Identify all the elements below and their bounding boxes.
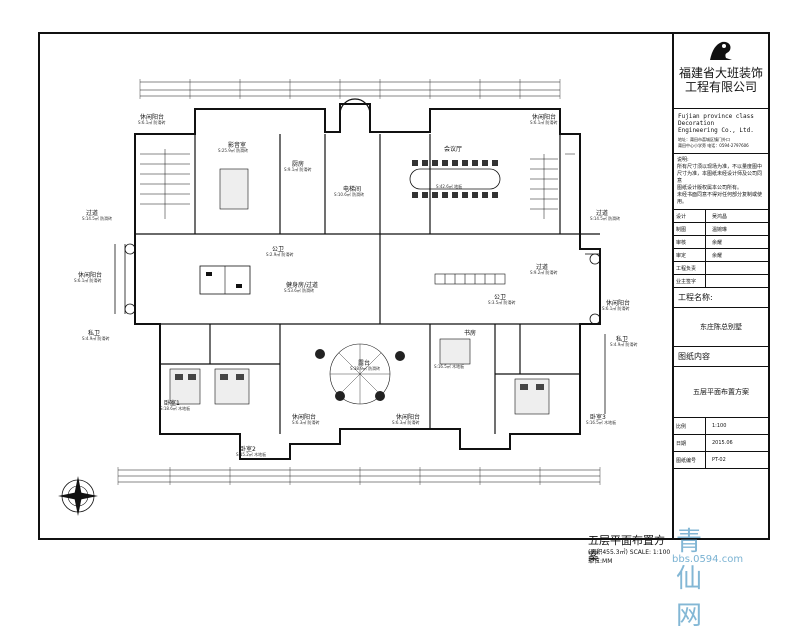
info-row: 设计吴鸿昌 xyxy=(674,210,768,223)
room-label: 休闲阳台 xyxy=(606,300,631,307)
room-label: 休闲阳台 xyxy=(532,114,557,121)
floor-plan: 影音室 S:25.9㎡ 防滑砖 厨房 S:9.1㎡ 防滑砖 电梯间 S:10.6… xyxy=(40,34,743,631)
room-area: S:42.6㎡ 地板 xyxy=(436,184,463,189)
room-label: 卧室2 xyxy=(240,446,256,453)
room-label: 影音室 xyxy=(228,142,247,149)
row-key: 设计 xyxy=(674,210,706,222)
company-logo-icon xyxy=(710,41,732,60)
note-line: 未经书面同意不得对任何部分复制或使用。 xyxy=(677,192,763,205)
drawing-title: 五层平面布置方案 xyxy=(588,534,665,563)
note-line: 图纸设计版权属本公司所有。 xyxy=(677,185,743,191)
room-label: 露台 xyxy=(358,360,371,367)
room-area: S:18.6㎡ 木地板 xyxy=(160,406,191,411)
room-area: S:4.9㎡ 防滑砖 xyxy=(82,336,110,341)
content-name: 五层平面布置方案 xyxy=(674,367,768,418)
project-name: 东庄陈总别墅 xyxy=(674,308,768,347)
row-key: 审核 xyxy=(674,236,706,248)
info-row: 日期 2015.06 xyxy=(674,435,768,452)
north-arrow-icon xyxy=(58,476,98,516)
watermark-url: bbs.0594.com xyxy=(672,554,744,565)
company-name-en-2: Engineering Co., Ltd. xyxy=(678,127,754,134)
room-area: S:14.5㎡ 防滑砖 xyxy=(82,216,113,221)
row-key: 比例 xyxy=(674,418,706,434)
room-label: 私卫 xyxy=(88,330,101,337)
room-label: 休闲阳台 xyxy=(78,272,103,279)
room-label: 休闲阳台 xyxy=(292,414,317,421)
info-row: 制图温婉琳 xyxy=(674,223,768,236)
note-line: 尺寸为准，本图纸未经设计师及公司同意 xyxy=(677,171,763,184)
room-area: S:15.2㎡ 木地板 xyxy=(236,452,267,457)
drawing-subtitle: (面积455.3㎡) SCALE: 1:100 单位:MM xyxy=(588,549,671,565)
room-area: S:6.1㎡ 防滑砖 xyxy=(74,278,102,283)
room-label: 休闲阳台 xyxy=(140,114,165,121)
room-label: 过道 xyxy=(536,264,549,271)
room-label: 私卫 xyxy=(616,336,629,343)
row-key: 工程负责 xyxy=(674,262,706,274)
info-row: 业主签字 xyxy=(674,275,768,288)
row-value: 余耀 xyxy=(712,239,723,246)
room-area: S:3.5㎡ 防滑砖 xyxy=(488,300,516,305)
room-area: S:10.6㎡ 防滑砖 xyxy=(334,192,365,197)
project-label: 工程名称: xyxy=(674,288,768,308)
room-label: 卧室3 xyxy=(590,414,606,421)
room-area: S:6.3㎡ 防滑砖 xyxy=(392,420,420,425)
room-label: 会议厅 xyxy=(444,146,463,153)
room-label: 过道 xyxy=(596,210,609,217)
room-area: S:16.5㎡ 木地板 xyxy=(586,420,617,425)
info-row: 比例 1:100 xyxy=(674,418,768,435)
row-value: 吴鸿昌 xyxy=(712,213,728,220)
room-area: S:9.1㎡ 防滑砖 xyxy=(284,167,312,172)
room-label: 书房 xyxy=(464,330,477,337)
row-value: 2015.06 xyxy=(712,440,733,446)
content-label: 图纸内容 xyxy=(674,347,768,367)
row-key: 制图 xyxy=(674,223,706,235)
room-label: 休闲阳台 xyxy=(396,414,421,421)
room-label: 公卫 xyxy=(494,294,507,301)
company-address: 地址：莆田市荔城区镇门外口 xyxy=(678,137,730,142)
room-area: S:25.9㎡ 防滑砖 xyxy=(218,148,249,153)
info-row: 工程负责 xyxy=(674,262,768,275)
row-value: 余耀 xyxy=(712,252,723,259)
room-area: S:6.1㎡ 防滑砖 xyxy=(530,120,558,125)
room-area: S:9.2㎡ 防滑砖 xyxy=(530,270,558,275)
info-row: 图纸编号 PT-02 xyxy=(674,452,768,469)
room-area: S:6.1㎡ 防滑砖 xyxy=(138,120,166,125)
room-area: S:14.5㎡ 防滑砖 xyxy=(590,216,621,221)
room-label: 公卫 xyxy=(272,246,285,253)
room-label: 过道 xyxy=(86,210,99,217)
room-area: S:4.9㎡ 防滑砖 xyxy=(610,342,638,347)
row-key: 图纸编号 xyxy=(674,452,706,468)
room-label: 电梯间 xyxy=(343,186,362,193)
title-block: 福建省大班装饰工程有限公司 Fujian province class Deco… xyxy=(672,34,768,538)
room-area: S:6.3㎡ 防滑砖 xyxy=(292,420,320,425)
row-value: 温婉琳 xyxy=(712,226,728,233)
room-area: S:16.5㎡ 木地板 xyxy=(434,364,465,369)
company-logo-area: 福建省大班装饰工程有限公司 xyxy=(674,34,768,109)
info-row: 审核余耀 xyxy=(674,236,768,249)
notes: 说明: 所有尺寸须以现场为准，不以量度图中 尺寸为准，本图纸未经设计师及公司同意… xyxy=(674,154,768,210)
company-info: Fujian province class Decoration Enginee… xyxy=(674,109,768,154)
row-key: 业主签字 xyxy=(674,275,706,287)
floor-plan-svg xyxy=(58,79,606,516)
drawing-sheet: 影音室 S:25.9㎡ 防滑砖 厨房 S:9.1㎡ 防滑砖 电梯间 S:10.6… xyxy=(38,32,770,631)
row-key: 审定 xyxy=(674,249,706,261)
room-area: S:2.9㎡ 防滑砖 xyxy=(266,252,294,257)
room-area: S:6.1㎡ 防滑砖 xyxy=(602,306,630,311)
row-value: 1:100 xyxy=(712,423,727,429)
room-area: S:53.6㎡ 防滑砖 xyxy=(284,288,315,293)
room-label: 健身房/过道 xyxy=(286,282,319,289)
room-label: 厨房 xyxy=(292,161,305,168)
info-row: 审定余耀 xyxy=(674,249,768,262)
note-line: 所有尺寸须以现场为准，不以量度图中 xyxy=(677,164,763,170)
company-name-en-1: Fujian province class Decoration xyxy=(678,113,754,127)
row-key: 日期 xyxy=(674,435,706,451)
company-name: 福建省大班装饰工程有限公司 xyxy=(678,66,763,94)
room-area: S:38.9㎡ 防滑砖 xyxy=(350,366,381,371)
room-label: 卧室1 xyxy=(164,400,180,407)
note-line: 说明: xyxy=(677,157,689,163)
row-value: PT-02 xyxy=(712,457,726,463)
company-phone: 莆田中心小学旁 电话：0594-2797606 xyxy=(678,143,749,148)
